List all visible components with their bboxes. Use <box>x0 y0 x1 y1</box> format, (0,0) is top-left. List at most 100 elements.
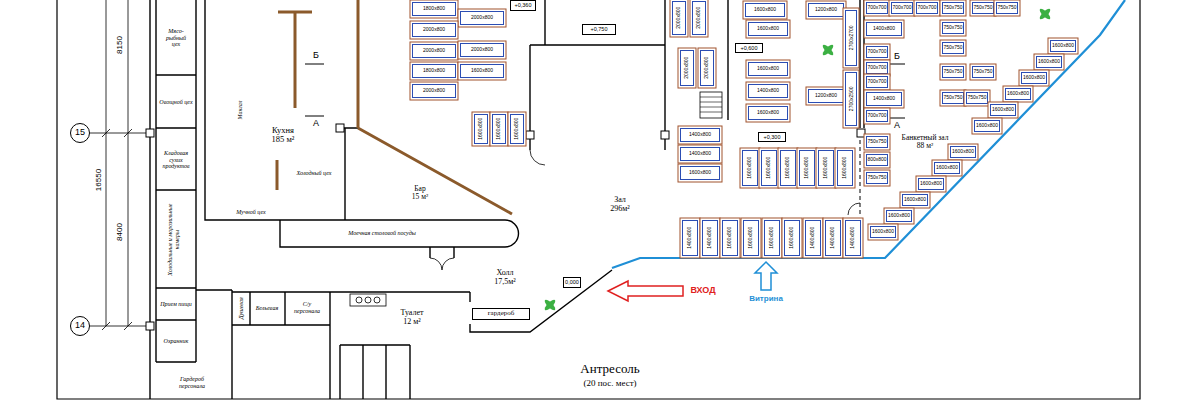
table-size: 1600x800 <box>992 107 1014 113</box>
text-block: 1600x800 <box>514 118 520 140</box>
text-block: 1600x800 <box>757 66 779 72</box>
table-size: 1600x800 <box>952 149 974 155</box>
text-block: 1400x800 <box>850 227 856 249</box>
plant-symbol <box>821 43 835 57</box>
table-size: 1600x800 <box>1052 43 1074 49</box>
plant-symbol <box>1038 7 1052 21</box>
text-block: 1600x800 <box>1007 91 1029 97</box>
room-label: Мучной цех <box>235 208 266 217</box>
sink <box>374 297 380 303</box>
text-block: 1200x800 <box>815 93 837 99</box>
dining-table: 1600x800 <box>950 146 976 158</box>
table-size: 1600x800 <box>888 213 910 219</box>
room-label: Душевая <box>237 296 246 320</box>
room-name: 88 м² <box>902 142 949 150</box>
partition-dashed <box>860 140 861 215</box>
column <box>336 124 344 132</box>
text-block: 1600x800 <box>478 118 484 140</box>
table-size: 2000x800 <box>696 7 702 29</box>
text-block: 2000x800 <box>423 27 445 33</box>
text-block: 1600x800 <box>804 157 810 179</box>
glass-facade <box>612 0 1125 268</box>
table-size: 1600x800 <box>904 197 926 203</box>
table-size: 750x750 <box>943 45 962 51</box>
room-name: гардероб <box>488 310 515 318</box>
dining-table: 2000x800 <box>412 84 456 98</box>
room-name: Бар <box>412 185 428 193</box>
table-size: 1600x800 <box>804 157 810 179</box>
room-name: Гардероб персонала <box>170 376 214 389</box>
dining-table: 1600x800 <box>761 150 777 186</box>
dining-table: 2000x800 <box>412 23 456 37</box>
sink <box>356 297 362 303</box>
dining-table: 750x750 <box>942 92 964 104</box>
text-block: 1600x800 <box>789 227 795 249</box>
room-label: Холодный цех <box>296 169 333 178</box>
dining-table: 1400x800 <box>825 220 841 256</box>
room-label: Мясо-рыбный цех <box>160 27 192 49</box>
text-block: 1600x800 <box>952 149 974 155</box>
section-letter: А <box>894 121 900 131</box>
dining-table: 1600x800 <box>818 150 834 186</box>
door-swings <box>430 150 860 270</box>
room-name: Душевая <box>238 297 245 319</box>
table-size: 1600x800 <box>936 165 958 171</box>
dining-table: 1600x800 <box>799 150 815 186</box>
dining-table: 1400x800 <box>682 220 698 256</box>
table-size: 1600x800 <box>757 26 779 32</box>
table-size: 2000x800 <box>423 88 445 94</box>
dining-table: 1600x800 <box>837 150 853 186</box>
text-block: 750x750 <box>867 139 886 145</box>
text-block: Бельевая <box>256 305 278 312</box>
text-block: 750x750 <box>943 69 962 75</box>
table-size: 1600x800 <box>727 227 733 249</box>
table-size: 1400x800 <box>850 227 856 249</box>
text-block: 1600x800 <box>823 157 829 179</box>
dining-table: 1600x800 <box>1036 56 1062 68</box>
text-block: 1600x800 <box>976 123 998 129</box>
room-name: Бельевая <box>256 305 278 312</box>
room-label: Кухня185 м² <box>271 125 296 146</box>
plant-leaf <box>821 43 835 57</box>
text-block: +0,600 <box>741 45 758 51</box>
table-size: 750x750 <box>973 69 992 75</box>
table-size: 700x700 <box>917 5 936 11</box>
dining-table: 750x750 <box>942 42 964 54</box>
text-block: Холодный цех <box>297 170 332 177</box>
dining-table: 1400x800 <box>702 220 718 256</box>
room-name: 12 м² <box>400 318 423 327</box>
dining-table: 700x700 <box>891 2 913 14</box>
text-block: С/у персонала <box>291 301 323 314</box>
room-name: Туалет <box>400 309 423 318</box>
room-label: Охранник <box>163 337 190 346</box>
dining-table: 700x700 <box>916 2 938 14</box>
text-block: Бар15 м² <box>412 185 428 202</box>
room-label: Туалет12 м² <box>399 308 424 328</box>
room-name: Овощной цех <box>159 99 193 106</box>
mezzanine-note: (20 пос. мест) <box>583 379 636 389</box>
dining-table: 1600x800 <box>974 120 1000 132</box>
text-block: Туалет12 м² <box>400 309 423 327</box>
table-size: 1400x800 <box>810 227 816 249</box>
text-block: 1600x800 <box>757 110 779 116</box>
table-size: 1400x800 <box>757 88 779 94</box>
table-size: 2000x800 <box>684 57 690 79</box>
section-marks <box>305 64 905 118</box>
table-size: 1600x800 <box>1007 91 1029 97</box>
text-block: 750x750 <box>943 45 962 51</box>
table-size: 1400x800 <box>689 132 711 138</box>
text-block: 1400x800 <box>687 227 693 249</box>
elevation-value: 0,000 <box>565 279 579 285</box>
room-name: Охранник <box>164 338 189 345</box>
stair-steps <box>700 97 722 112</box>
dining-table: 1600x800 <box>1021 72 1047 84</box>
elevation-mark: +0,750 <box>582 24 616 35</box>
room-label: Холл17,5м² <box>493 268 516 288</box>
dining-table: 1600x800 <box>722 220 738 256</box>
table-size: 1400x800 <box>687 227 693 249</box>
dining-table: 1200x800 <box>808 3 844 17</box>
axis-number: 14 <box>75 321 85 331</box>
elevation-mark: +0,600 <box>735 43 763 53</box>
dining-table: 1800x800 <box>412 2 456 16</box>
dining-table: 1600x800 <box>918 178 944 190</box>
